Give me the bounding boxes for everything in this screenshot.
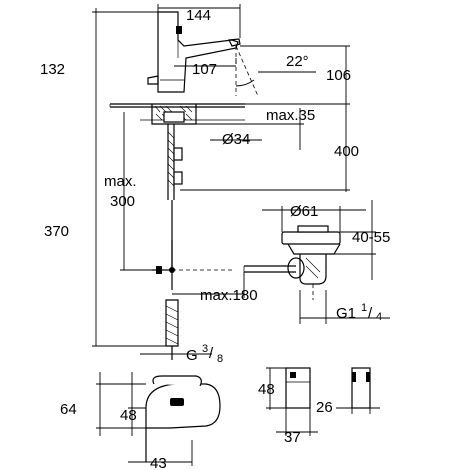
- drain-fitting: [243, 225, 341, 300]
- dim-diameter-34: Ø34: [222, 131, 250, 148]
- dim-48-box: 48: [258, 381, 275, 398]
- dim-43: 43: [150, 455, 167, 470]
- dim-g1-numerator: 1: [361, 302, 367, 314]
- faucet-elevation: [147, 11, 259, 97]
- dim-48-plan: 48: [120, 407, 137, 424]
- drain-thread-label: G1 1 / 4: [336, 302, 382, 323]
- supply-thread-label: G 3 / 8: [186, 343, 223, 365]
- dim-g-supply-slash: /: [209, 345, 214, 362]
- countertop: [109, 103, 245, 125]
- dim-g-supply-numerator: 3: [202, 343, 208, 355]
- dim-26: 26: [316, 399, 333, 416]
- dim-22-degrees: 22°: [286, 53, 309, 70]
- dim-g1-slash: /: [368, 305, 373, 322]
- dim-max-35: max.35: [266, 107, 315, 124]
- dim-g1-denominator: 4: [376, 311, 382, 323]
- dim-132: 132: [40, 61, 65, 78]
- dimension-labels: 144 107 22° 132 106 max.35 Ø34 400 max. …: [40, 7, 390, 470]
- dim-g-supply: G: [186, 347, 198, 364]
- supply-hoses: [152, 124, 232, 360]
- dim-max-label: max.: [104, 173, 137, 190]
- control-box-front: [266, 367, 318, 436]
- dim-g1: G1: [336, 305, 356, 322]
- dim-g-supply-denominator: 8: [217, 353, 223, 365]
- dim-300: 300: [110, 193, 135, 210]
- dim-370: 370: [44, 223, 69, 240]
- dim-144: 144: [186, 7, 211, 24]
- dim-106: 106: [326, 67, 351, 84]
- dim-max-180: max.180: [200, 287, 258, 304]
- dim-400: 400: [334, 143, 359, 160]
- dim-107: 107: [192, 61, 217, 78]
- dim-37: 37: [284, 429, 301, 446]
- control-box-side: [336, 367, 380, 414]
- plan-view: [96, 372, 221, 466]
- dimension-lines: [92, 4, 390, 355]
- dim-diameter-61: Ø61: [290, 203, 318, 220]
- dim-64: 64: [60, 401, 77, 418]
- dim-40-55: 40-55: [352, 229, 390, 246]
